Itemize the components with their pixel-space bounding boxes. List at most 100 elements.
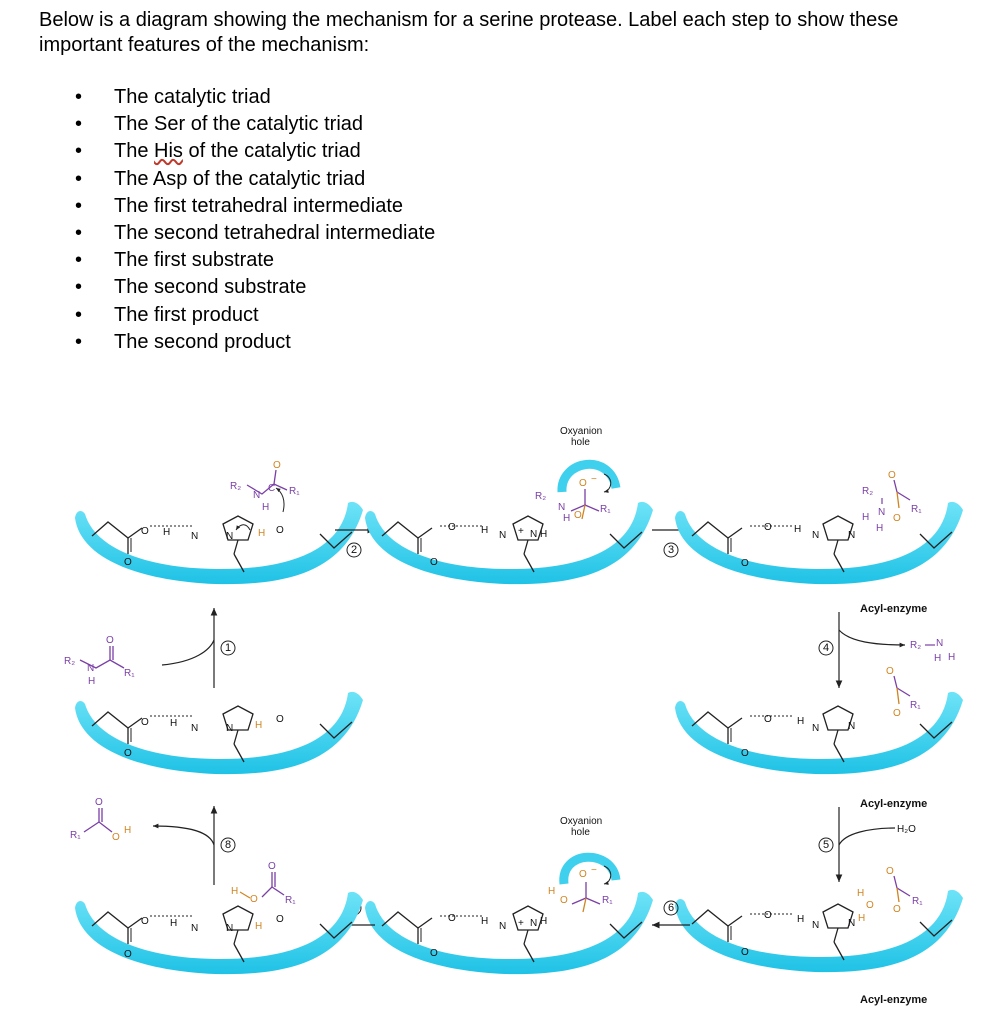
svg-text:H: H bbox=[540, 916, 547, 927]
step-label: 6 bbox=[668, 902, 674, 914]
svg-text:N: N bbox=[87, 663, 94, 674]
oxyanion-label: Oxyanion bbox=[560, 816, 602, 827]
panel-acyl-enzyme-2: O H N N O O R₁ O bbox=[674, 666, 964, 775]
svg-text:O: O bbox=[764, 714, 772, 725]
svg-text:R₂: R₂ bbox=[862, 486, 873, 497]
svg-text:R₁: R₁ bbox=[70, 830, 81, 841]
svg-text:O: O bbox=[124, 949, 132, 960]
svg-text:R₁: R₁ bbox=[600, 504, 611, 515]
svg-text:R₂: R₂ bbox=[230, 481, 241, 492]
oxyanion-label: Oxyanion bbox=[560, 426, 602, 437]
svg-text:N: N bbox=[558, 502, 565, 513]
panel-enzyme-product: O H N N H O O H O O R₁ bbox=[74, 861, 364, 975]
svg-text:O: O bbox=[741, 947, 749, 958]
list-item: The Asp of the catalytic triad bbox=[75, 166, 435, 193]
svg-text:H: H bbox=[258, 528, 265, 539]
svg-text:H: H bbox=[948, 652, 955, 663]
svg-text:O: O bbox=[141, 526, 149, 537]
svg-text:N: N bbox=[226, 531, 233, 542]
list-item: The first product bbox=[75, 302, 435, 329]
svg-text:O: O bbox=[893, 708, 901, 719]
svg-text:N: N bbox=[191, 723, 198, 734]
step-label: 4 bbox=[823, 642, 829, 654]
svg-text:R₂: R₂ bbox=[535, 491, 546, 502]
step-8-arrow: 8 R₁ O O H bbox=[70, 797, 236, 885]
step-4-arrow: Acyl-enzyme 4 R₂ N H H bbox=[818, 603, 955, 688]
list-item: The first tetrahedral intermediate bbox=[75, 193, 435, 220]
svg-text:O: O bbox=[276, 914, 284, 925]
list-item: The His of the catalytic triad bbox=[75, 138, 435, 165]
svg-text:C: C bbox=[268, 483, 275, 494]
svg-text:H: H bbox=[255, 720, 262, 731]
svg-text:R₁: R₁ bbox=[911, 504, 922, 515]
svg-text:N: N bbox=[226, 923, 233, 934]
oxyanion-label: hole bbox=[571, 827, 590, 838]
panel-michaelis-complex: O H N N H O O R₂ N C H O R₁ bbox=[74, 460, 364, 585]
step-6-arrow: 6 bbox=[652, 900, 690, 929]
list-item: The second substrate bbox=[75, 274, 435, 301]
svg-text:O: O bbox=[106, 635, 114, 646]
svg-text:O: O bbox=[250, 894, 258, 905]
list-item: The second tetrahedral intermediate bbox=[75, 220, 435, 247]
svg-text:N: N bbox=[812, 723, 819, 734]
svg-text:H: H bbox=[124, 825, 131, 836]
water-label: H₂O bbox=[897, 824, 916, 835]
svg-text:H: H bbox=[794, 524, 801, 535]
svg-text:H: H bbox=[862, 512, 869, 523]
oxyanion-label: hole bbox=[571, 437, 590, 448]
svg-text:R₁: R₁ bbox=[602, 895, 613, 906]
his-word: His bbox=[154, 140, 183, 163]
svg-text:N: N bbox=[936, 638, 943, 649]
svg-text:+: + bbox=[518, 918, 524, 929]
svg-text:H: H bbox=[481, 916, 488, 927]
svg-text:H: H bbox=[563, 513, 570, 524]
acyl-enzyme-label: Acyl-enzyme bbox=[860, 798, 927, 810]
svg-text:O: O bbox=[112, 832, 120, 843]
svg-text:H: H bbox=[481, 525, 488, 536]
svg-text:O: O bbox=[893, 513, 901, 524]
svg-text:H: H bbox=[858, 913, 865, 924]
svg-text:R₁: R₁ bbox=[289, 486, 300, 497]
step-label: 5 bbox=[823, 839, 829, 851]
svg-text:R₁: R₁ bbox=[124, 668, 135, 679]
svg-text:−: − bbox=[591, 865, 597, 876]
svg-text:R₁: R₁ bbox=[910, 700, 921, 711]
svg-text:O: O bbox=[560, 895, 568, 906]
svg-text:O: O bbox=[430, 948, 438, 959]
svg-text:N: N bbox=[530, 918, 537, 929]
svg-text:N: N bbox=[530, 529, 537, 540]
step-2-arrow: 2 bbox=[335, 526, 375, 558]
svg-text:H: H bbox=[876, 523, 883, 534]
svg-text:O: O bbox=[741, 558, 749, 569]
svg-text:R₂: R₂ bbox=[910, 640, 921, 651]
list-item: The catalytic triad bbox=[75, 84, 435, 111]
svg-text:O: O bbox=[273, 460, 281, 471]
svg-text:N: N bbox=[848, 918, 855, 929]
list-item: The second product bbox=[75, 329, 435, 356]
step-label: 1 bbox=[225, 642, 231, 654]
svg-text:O: O bbox=[574, 510, 582, 521]
svg-text:O: O bbox=[141, 717, 149, 728]
svg-text:O: O bbox=[886, 666, 894, 677]
panel-tetrahedral-2: Oxyanion hole O H N + N H O H O O − R₁ bbox=[364, 816, 654, 975]
svg-text:H: H bbox=[262, 502, 269, 513]
svg-text:H: H bbox=[170, 718, 177, 729]
svg-text:N: N bbox=[878, 507, 885, 518]
step-5-arrow: Acyl-enzyme H₂O 5 bbox=[818, 798, 927, 882]
svg-text:O: O bbox=[276, 714, 284, 725]
first-substrate: R₂ N H O R₁ bbox=[64, 635, 135, 687]
svg-text:O: O bbox=[579, 478, 587, 489]
svg-text:N: N bbox=[499, 530, 506, 541]
svg-text:N: N bbox=[191, 531, 198, 542]
svg-text:O: O bbox=[141, 916, 149, 927]
svg-text:O: O bbox=[888, 470, 896, 481]
step-label: 8 bbox=[225, 839, 231, 851]
svg-text:O: O bbox=[764, 910, 772, 921]
svg-text:H: H bbox=[231, 886, 238, 897]
svg-text:N: N bbox=[812, 920, 819, 931]
svg-text:O: O bbox=[124, 748, 132, 759]
svg-text:H: H bbox=[170, 918, 177, 929]
svg-text:H: H bbox=[857, 888, 864, 899]
svg-text:H: H bbox=[797, 716, 804, 727]
